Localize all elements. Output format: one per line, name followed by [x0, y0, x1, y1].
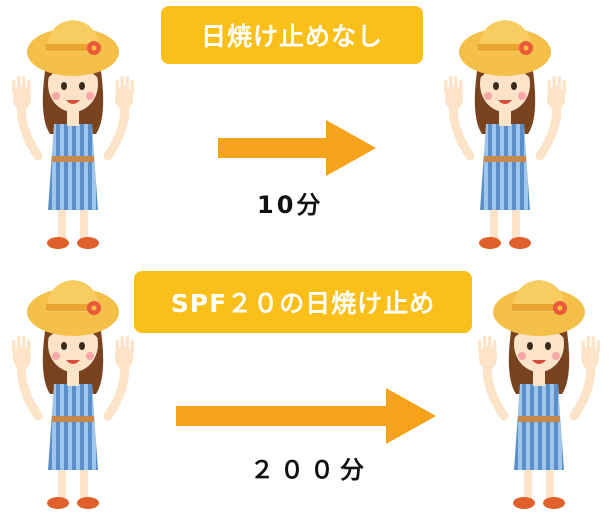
duration-text: ２００分 [250, 456, 370, 484]
scenario-label-spf20: SPF２０の日焼け止め [134, 271, 472, 333]
duration-text: 10分 [257, 191, 324, 219]
right-arrow-icon [176, 388, 436, 444]
girl-illustration [474, 266, 604, 516]
girl-illustration [8, 6, 138, 256]
right-arrow-icon [218, 120, 376, 176]
scenario-label-no-sunscreen: 日焼け止めなし [161, 6, 423, 64]
girl-illustration [440, 6, 570, 256]
girl-illustration [8, 266, 138, 516]
